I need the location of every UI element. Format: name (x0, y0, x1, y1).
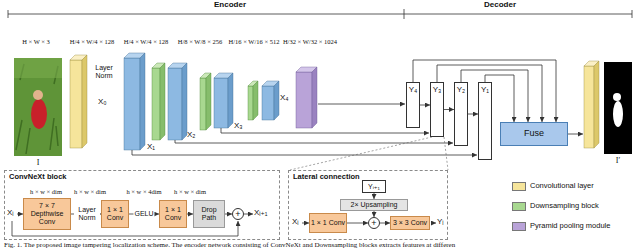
node-text: 1 × 1 Conv (311, 219, 345, 227)
connector (468, 114, 478, 115)
decoder-feature-box: Y₁ (478, 82, 492, 160)
node-text: ConvNeXt block (9, 172, 67, 181)
label: I (37, 159, 40, 168)
legend-text: Convolutional layer (530, 182, 594, 190)
downsampling-block (152, 63, 258, 140)
connector (380, 223, 390, 224)
node-text: 1 × 1 Conv (102, 206, 128, 221)
legend-text: Downsampling block (530, 202, 599, 210)
label: Decoder (483, 1, 517, 10)
label: h × w × dim (174, 188, 206, 195)
caption: Fig. 1. The proposed image tampering loc… (4, 242, 455, 250)
label: H/4 × W/4 × 128 (70, 38, 114, 45)
input-image (14, 58, 62, 156)
legend-text: Pyramid pooling module (530, 222, 610, 230)
decoder-feature-box: Y₂ (454, 82, 468, 146)
sum-circle: + (232, 208, 244, 220)
label: X₀ (98, 98, 107, 107)
node-text: + (235, 210, 240, 219)
label: h × w × 4dim (126, 188, 161, 195)
legend-swatch (512, 222, 526, 231)
label: X₃ (234, 122, 243, 131)
connector (225, 214, 232, 215)
node-text: + (371, 219, 376, 228)
node-text: Y₁ (481, 86, 489, 95)
label: Xᵢ₊₁ (254, 209, 268, 218)
label: Xᵢ (292, 218, 299, 227)
depthwise-conv-box: 7 × 7 Depthwise Conv (23, 198, 71, 230)
node-text: 7 × 7 Depthwise Conv (24, 202, 70, 225)
zoom-lines (290, 137, 448, 170)
conv-layer-block (70, 55, 87, 148)
connector (347, 223, 368, 224)
fuse-box: Fuse (500, 122, 568, 146)
node-text: Y₄ (409, 86, 418, 95)
label: Yᵢ (437, 218, 444, 227)
node-text: Lateral connection (293, 172, 360, 181)
conv-box: 3 × 3 Conv (390, 216, 430, 230)
decoder-feature-box: Y₃ (430, 82, 444, 137)
label: H/16 × W/16 × 512 (229, 38, 280, 45)
label: H/32 × W/32 × 1024 (283, 38, 337, 45)
convnext-panel: ConvNeXt block 7 × 7 Depthwise Conv 1 × 1 … (4, 170, 280, 240)
lateral-panel: Lateral connectionYᵢ₊₁ 2× Upsampling 1 × 1… (288, 170, 448, 240)
node-text: 2× Upsampling (351, 201, 398, 209)
legend-swatch (512, 182, 526, 191)
drop-path-box: Drop Path (193, 200, 225, 228)
label: Layer Norm (88, 64, 120, 79)
label: Layer Norm (74, 206, 100, 221)
label: H/4 × W/4 × 128 (124, 38, 168, 45)
label: H/8 × W/8 × 256 (178, 38, 222, 45)
conv-box: 1 × 1 Conv (159, 200, 187, 228)
node-text: 1 × 1 Conv (160, 206, 186, 221)
node-text: Yᵢ₊₁ (368, 183, 380, 191)
conv-box: 1 × 1 Conv (309, 213, 347, 233)
connector (444, 109, 454, 110)
label: h × w × dim (30, 188, 62, 195)
node-text: Drop Path (194, 206, 224, 221)
legend-swatch (512, 202, 526, 211)
connector (420, 105, 430, 106)
conv-box: 1 × 1 Conv (101, 200, 129, 228)
label: X₄ (280, 94, 289, 103)
label: X₂ (187, 131, 195, 140)
pyramid-pooling-block (296, 67, 317, 128)
label: GELU (133, 210, 154, 218)
label: X₁ (147, 143, 155, 152)
connector (461, 70, 528, 122)
encoder-decoder-bracket (8, 9, 632, 19)
label: Encoder (213, 1, 247, 10)
label: Xᵢ (7, 209, 14, 218)
label: H × W × 3 (22, 38, 50, 45)
feature-box: Yᵢ₊₁ (362, 180, 386, 193)
node-text: 3 × 3 Conv (393, 219, 427, 227)
node-text: Y₃ (433, 86, 442, 95)
sum-circle: + (368, 217, 380, 229)
node-text: Y₂ (457, 86, 465, 95)
upsampling-box: 2× Upsampling (340, 199, 408, 211)
decoder-feature-box: Y₄ (406, 82, 420, 128)
output-conv-block (584, 61, 599, 148)
node-text: Fuse (524, 129, 544, 139)
convnext-block (124, 53, 279, 150)
label: I′ (616, 157, 620, 166)
label: h × w × dim (74, 188, 106, 195)
output-mask (604, 62, 632, 154)
